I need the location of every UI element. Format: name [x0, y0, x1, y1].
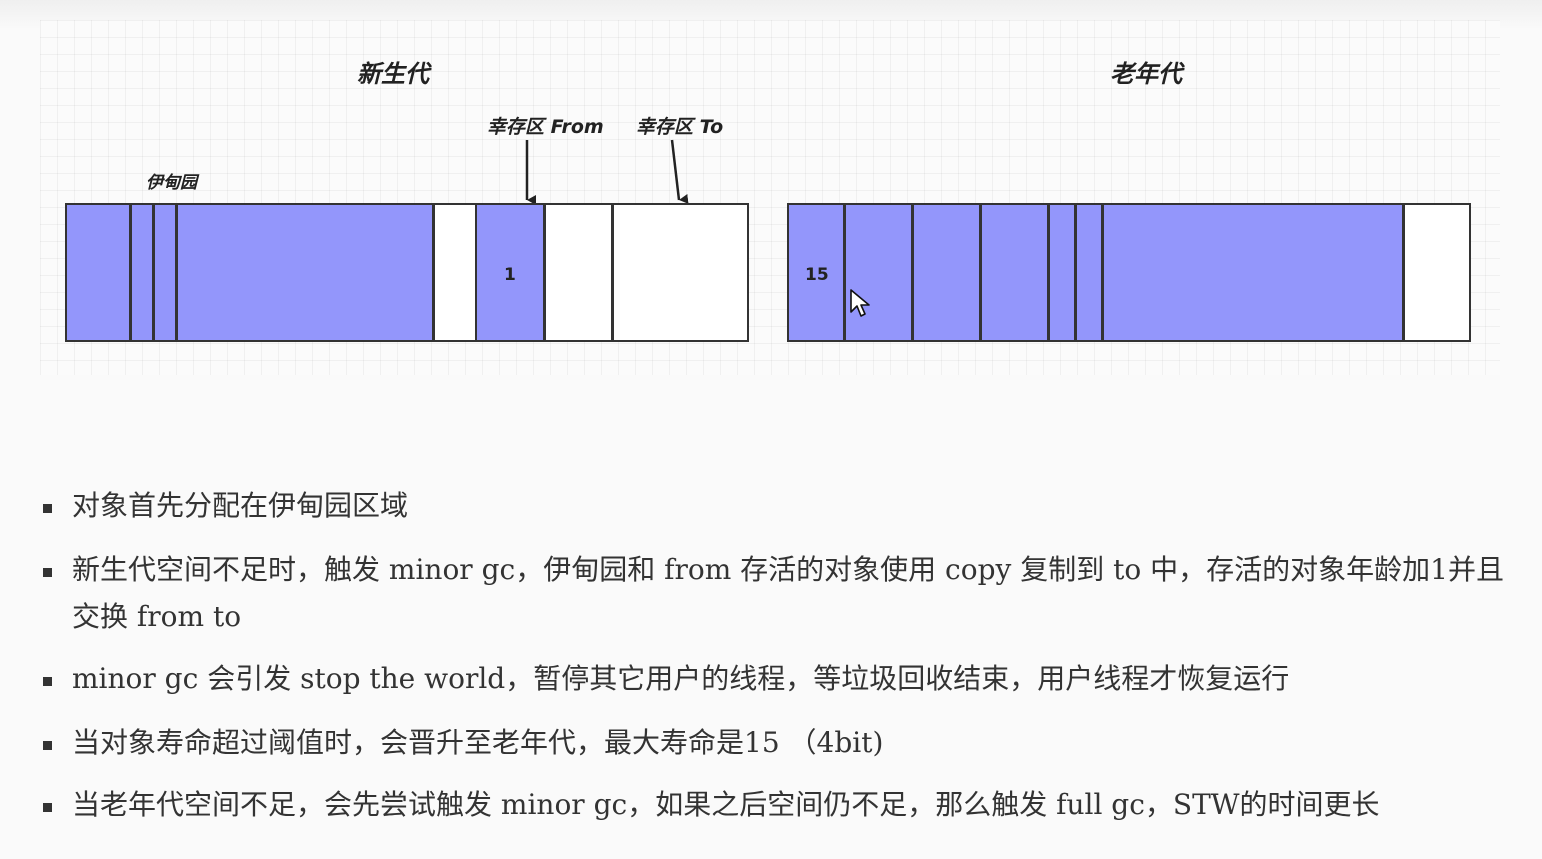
eden-divider	[175, 205, 178, 340]
bullet-icon	[43, 803, 52, 812]
survivor-from-label: 幸存区 From	[487, 116, 604, 138]
from-object-age: 1	[504, 265, 516, 285]
bullet-icon	[43, 504, 52, 513]
old-gen-divider	[979, 205, 982, 340]
old-generation-region: 15	[787, 203, 1471, 342]
note-text: 当对象寿命超过阈值时，会晋升至老年代，最大寿命是15 （4bit)	[72, 726, 884, 759]
eden-occupied-block	[67, 205, 432, 340]
eden-divider	[152, 205, 155, 340]
note-text: minor gc 会引发 stop the world，暂停其它用户的线程，等垃…	[72, 662, 1290, 695]
bullet-icon	[43, 741, 52, 750]
old-gen-divider	[843, 205, 846, 340]
note-text: 新生代空间不足时，触发 minor gc，伊甸园和 from 存活的对象使用 c…	[72, 553, 1504, 633]
old-gen-title: 老年代	[1110, 60, 1182, 88]
note-text: 对象首先分配在伊甸园区域	[72, 489, 409, 522]
young-generation-region: 1	[65, 203, 749, 342]
survivor-from-object	[477, 205, 543, 340]
old-gen-free-divider	[1402, 205, 1405, 340]
mouse-pointer-icon	[850, 289, 870, 317]
survivor-divider	[543, 205, 546, 340]
old-gen-divider	[1101, 205, 1104, 340]
survivor-to-label: 幸存区 To	[636, 116, 724, 138]
survivor-from-to-divider	[611, 205, 614, 340]
old-gen-divider	[911, 205, 914, 340]
bullet-icon	[43, 568, 52, 577]
survivor-to-arrow	[670, 139, 689, 204]
eden-label: 伊甸园	[146, 173, 197, 193]
note-text: 当老年代空间不足，会先尝试触发 minor gc，如果之后空间仍不足，那么触发 …	[72, 788, 1380, 821]
bullet-icon	[43, 677, 52, 686]
old-gen-divider	[1047, 205, 1050, 340]
eden-divider	[432, 205, 435, 340]
young-gen-title: 新生代	[357, 60, 429, 88]
old-gen-divider	[1074, 205, 1077, 340]
eden-divider	[129, 205, 132, 340]
old-object-age: 15	[805, 265, 829, 285]
eden-survivor-divider	[475, 205, 478, 340]
old-gen-occupied-block	[789, 205, 1402, 340]
